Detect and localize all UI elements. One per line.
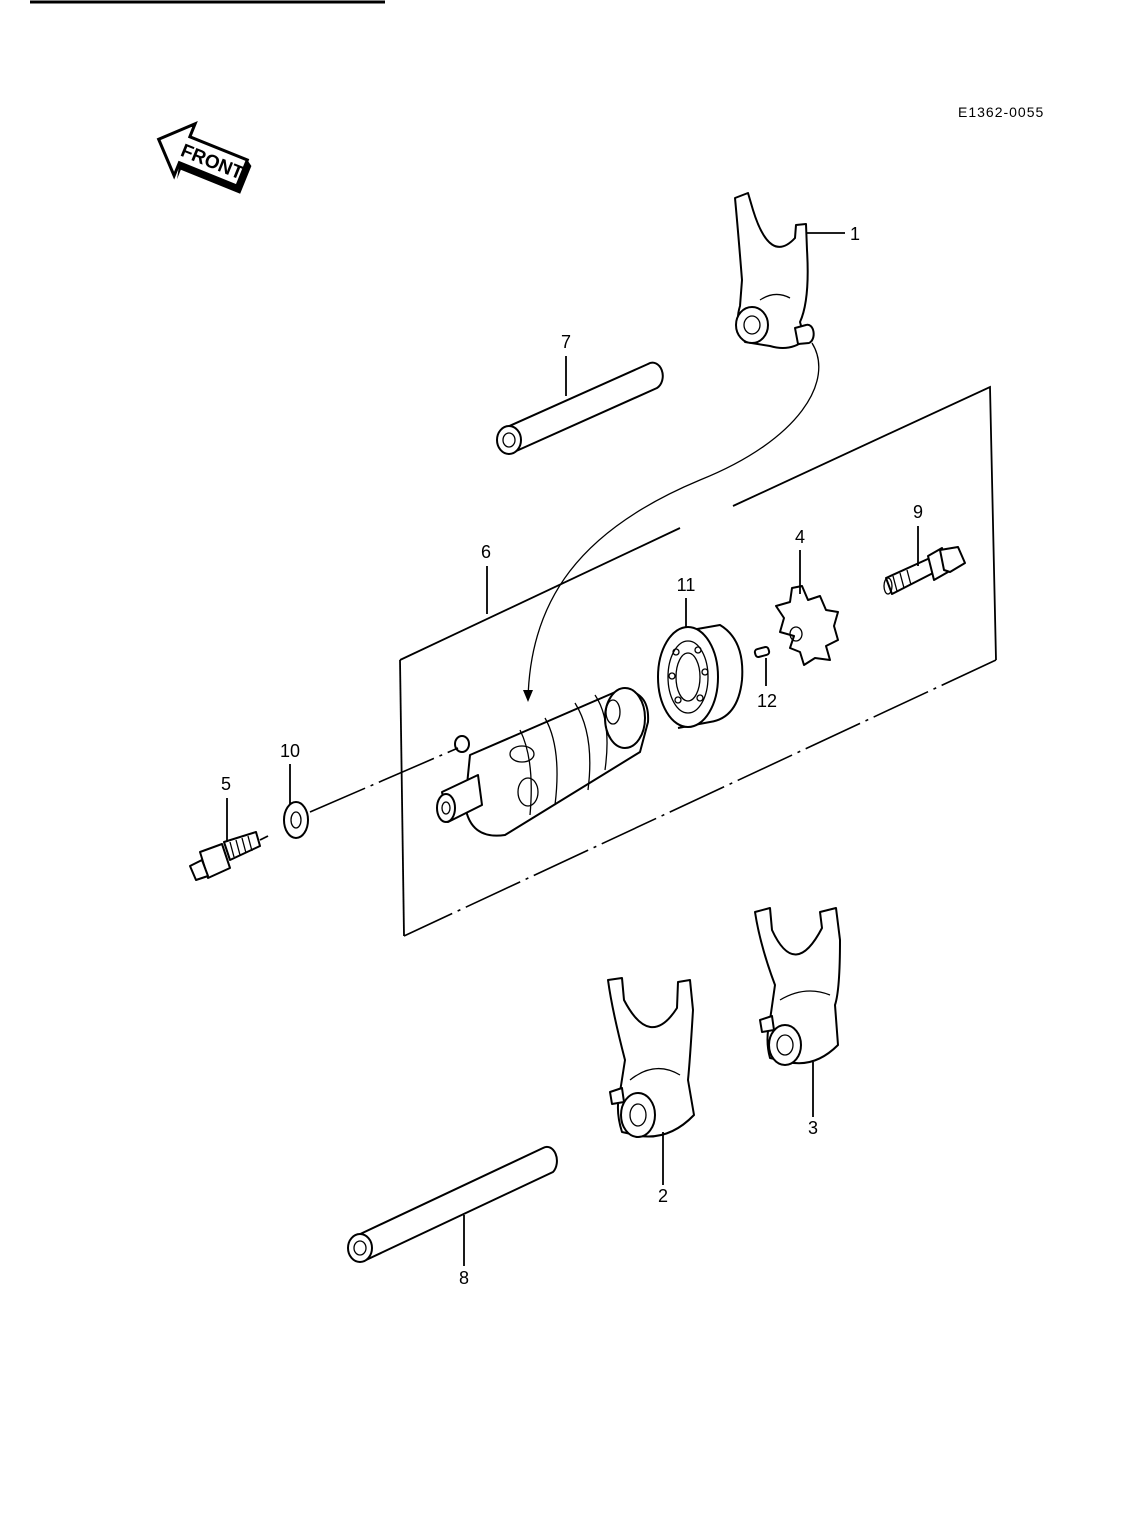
assembly-link-line xyxy=(527,342,820,701)
shift-fork-2 xyxy=(607,977,695,1138)
neutral-switch xyxy=(189,831,269,881)
callout-3: 3 xyxy=(808,1118,818,1138)
shift-fork-shaft-lower xyxy=(347,1145,558,1263)
callout-7: 7 xyxy=(561,332,571,352)
shift-fork-1 xyxy=(734,192,815,349)
diagram-code: E1362-0055 xyxy=(958,104,1044,120)
ball-bearing xyxy=(657,624,744,729)
callout-5: 5 xyxy=(221,774,231,794)
axis-line xyxy=(309,747,459,813)
callout-4: 4 xyxy=(795,527,805,547)
callout-11: 11 xyxy=(677,575,696,595)
shift-drum-pin-plate xyxy=(775,585,839,666)
shift-fork-3 xyxy=(754,907,841,1066)
dowel-pin xyxy=(753,645,771,659)
front-arrow-icon: FRONT xyxy=(156,121,252,194)
washer xyxy=(283,801,309,839)
callout-9: 9 xyxy=(913,502,923,522)
callout-12: 12 xyxy=(757,691,777,711)
callout-2: 2 xyxy=(658,1186,668,1206)
shift-fork-shaft-upper xyxy=(496,361,664,455)
assembly-boundary xyxy=(399,385,997,937)
callout-8: 8 xyxy=(459,1268,469,1288)
callout-6: 6 xyxy=(481,542,491,562)
callout-10: 10 xyxy=(280,741,300,761)
link-arrowhead-icon xyxy=(523,690,533,702)
drum-bolt xyxy=(883,546,966,595)
leader-lines xyxy=(226,232,919,1266)
shift-drum xyxy=(436,687,650,837)
callout-1: 1 xyxy=(850,224,860,244)
